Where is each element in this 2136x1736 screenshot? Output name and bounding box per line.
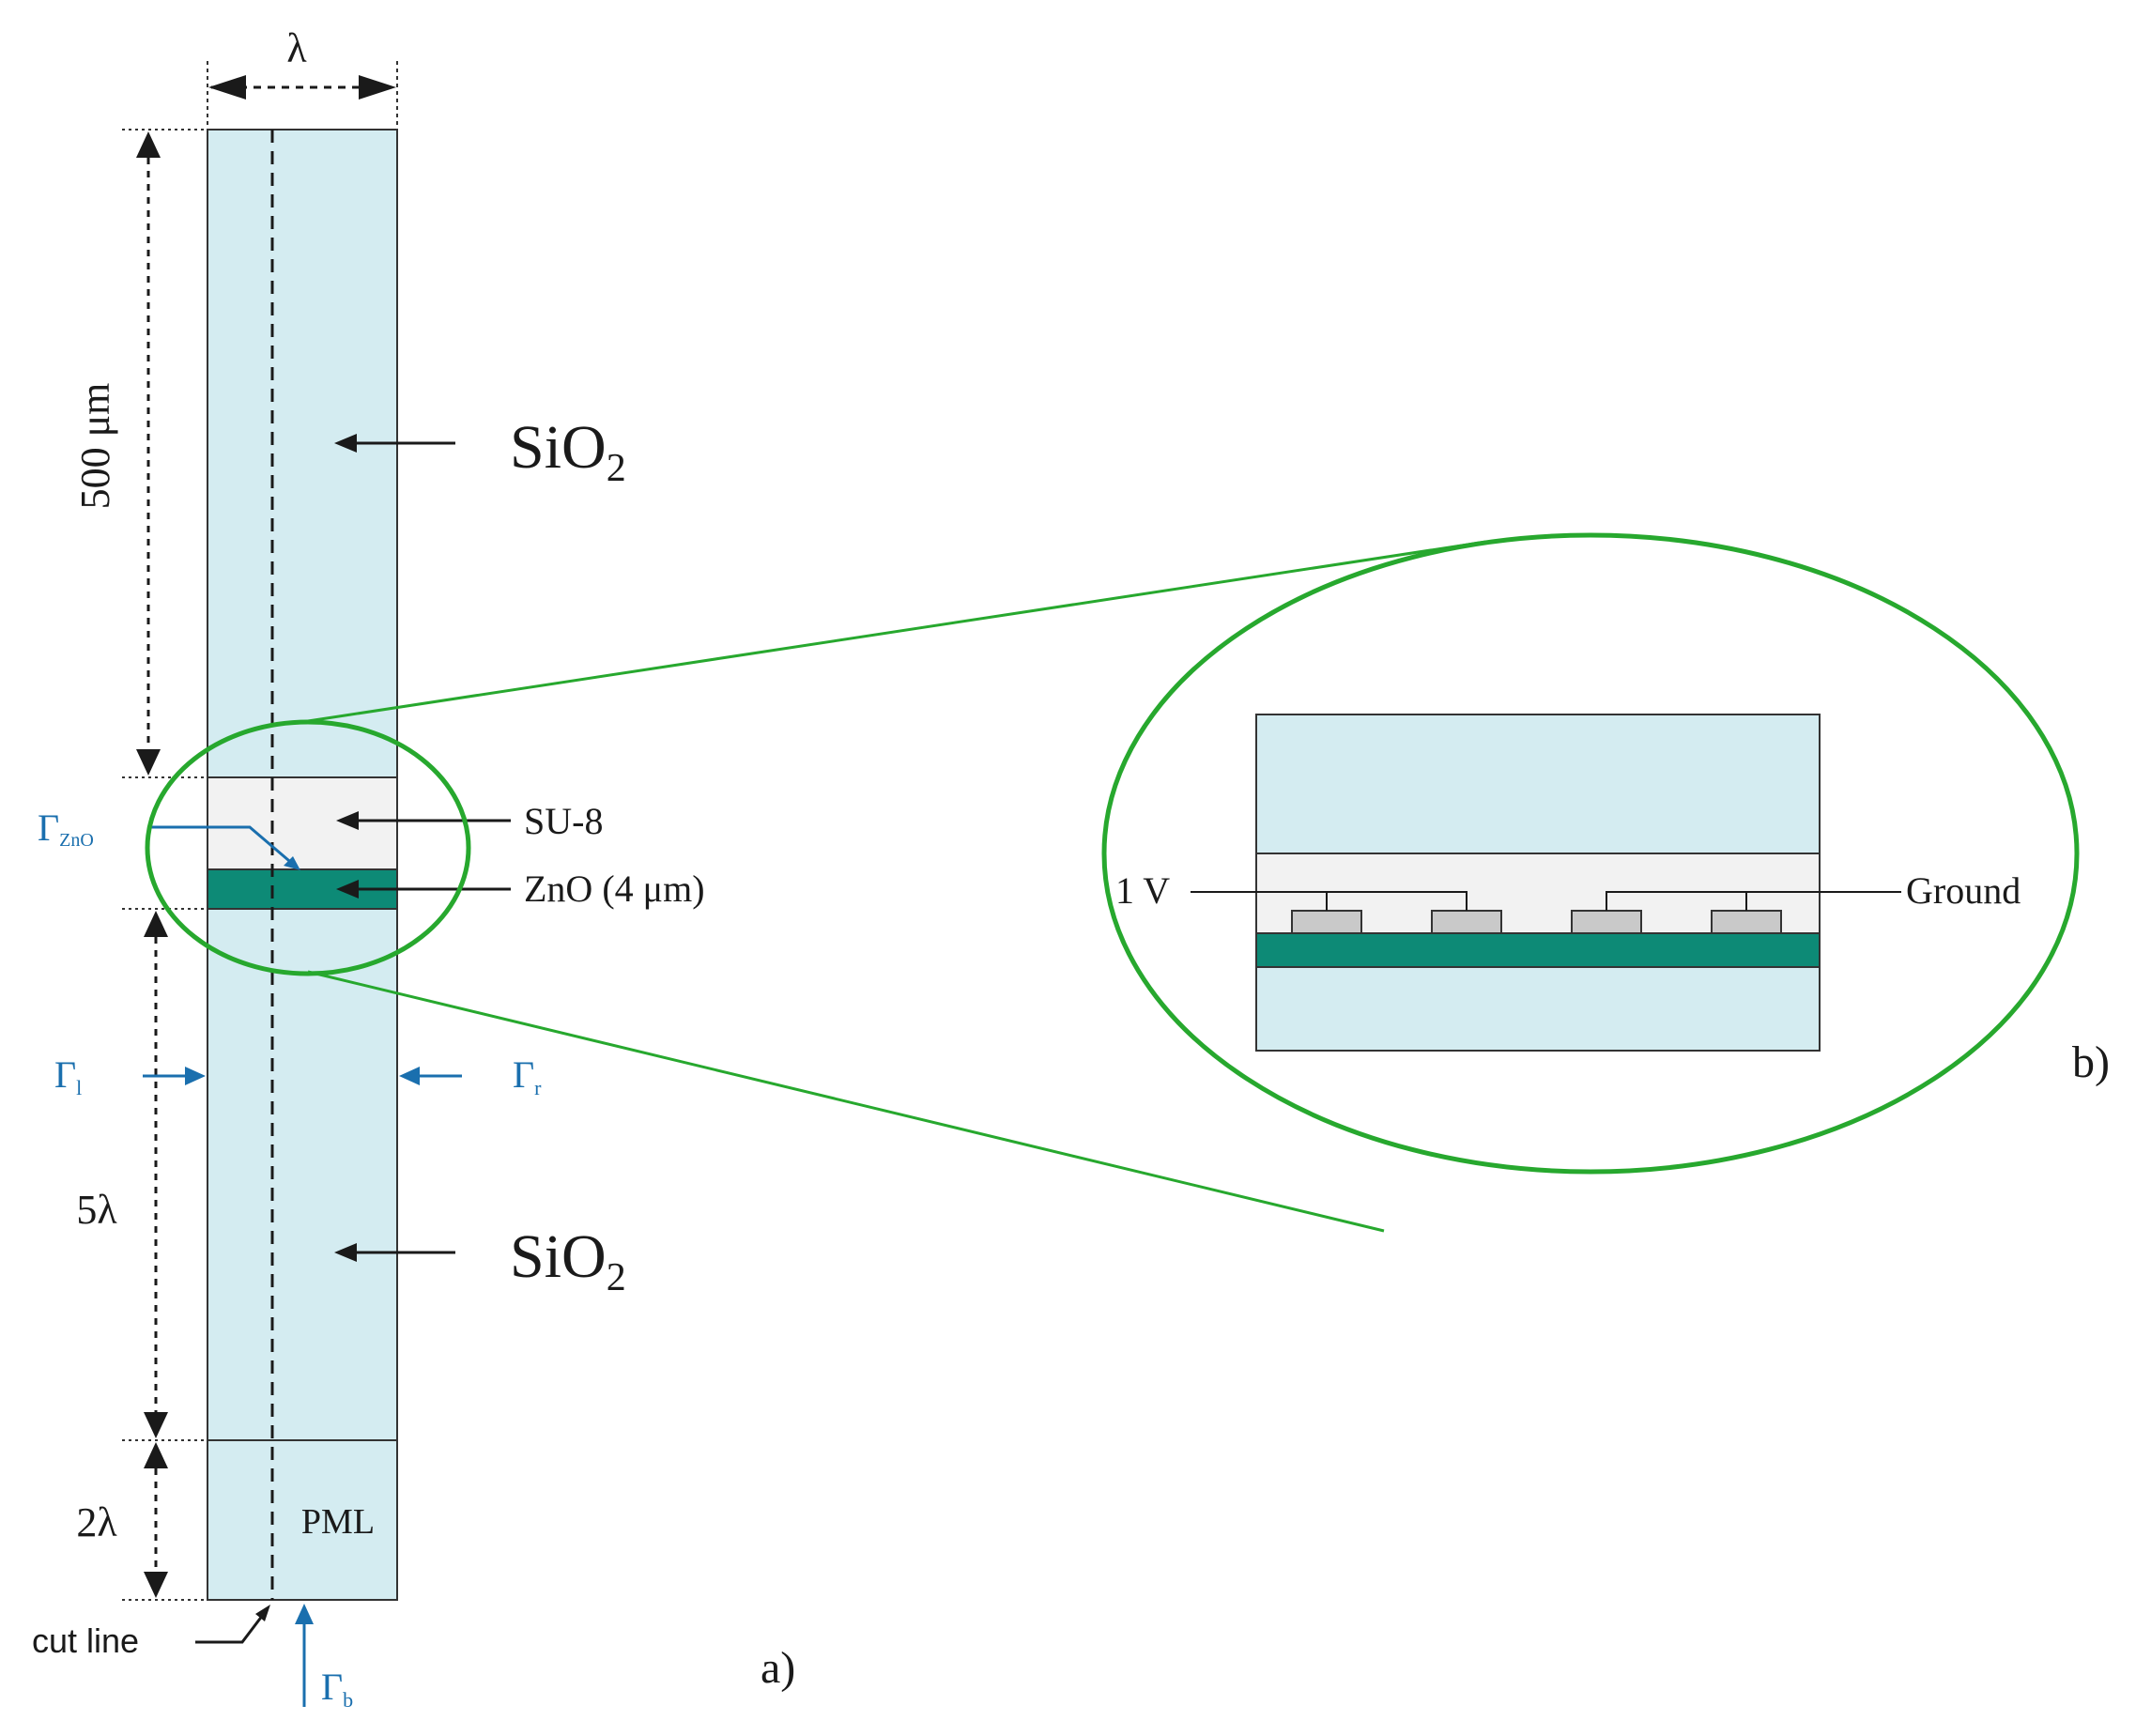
zoom-line-bottom bbox=[307, 970, 1385, 1233]
width-dimension bbox=[207, 61, 398, 130]
sio2-top-region bbox=[207, 129, 398, 778]
gamma-r-label: Γr bbox=[513, 1053, 542, 1099]
cut-line-label: cut line bbox=[32, 1621, 139, 1660]
ground-wire-2 bbox=[1606, 891, 1746, 911]
b-sio2-bottom bbox=[1255, 966, 1821, 1052]
gamma-zno-label: ΓZnO bbox=[38, 807, 94, 851]
zoom-large-circle bbox=[1101, 532, 2080, 1175]
top-height-label: 500 μm bbox=[72, 383, 118, 510]
mid-height-label: 5λ bbox=[76, 1187, 117, 1233]
panel-b-label: b) bbox=[2072, 1037, 2110, 1087]
boundary-arrows bbox=[143, 825, 462, 1707]
pml-region bbox=[207, 1439, 398, 1601]
ground-label: Ground bbox=[1906, 869, 2021, 912]
gamma-l-label: Γl bbox=[54, 1053, 82, 1099]
panel-b-cross-section bbox=[1191, 714, 1901, 1052]
panel-a-label: a) bbox=[761, 1643, 795, 1693]
zoom-small-circle bbox=[145, 719, 471, 976]
label-arrows bbox=[195, 434, 511, 1644]
sio2-bottom-region bbox=[207, 908, 398, 1441]
sio2-top-label: SiO2 bbox=[510, 413, 626, 490]
zoom-line-top bbox=[307, 540, 1487, 723]
electrode-1 bbox=[1291, 910, 1362, 934]
pml-height-label: 2λ bbox=[76, 1499, 117, 1545]
zoom-callout bbox=[145, 532, 2080, 1233]
zno-label: ZnO (4 μm) bbox=[524, 868, 705, 910]
electrode-2 bbox=[1431, 910, 1502, 934]
electrode-3 bbox=[1571, 910, 1642, 934]
pml-label: PML bbox=[301, 1502, 375, 1542]
voltage-label: 1 V bbox=[1115, 869, 1170, 912]
gamma-b-label: Γb bbox=[321, 1666, 353, 1712]
su8-label: SU-8 bbox=[524, 800, 603, 842]
labels: λ 500 μm 5λ 2λ SiO2 SiO2 SU-8 ZnO (4 μm)… bbox=[32, 25, 2110, 1712]
sio2-bottom-label: SiO2 bbox=[510, 1222, 626, 1299]
b-sio2-top bbox=[1255, 714, 1821, 854]
voltage-wire-2 bbox=[1327, 891, 1468, 911]
b-zno-layer bbox=[1255, 932, 1821, 968]
cut-line-pointer bbox=[195, 1610, 268, 1644]
simulation-column bbox=[207, 129, 398, 1601]
width-label: λ bbox=[286, 25, 307, 71]
electrode-4 bbox=[1711, 910, 1782, 934]
gamma-zno-arrow bbox=[150, 825, 296, 868]
height-dimensions bbox=[122, 129, 207, 1601]
su8-layer bbox=[207, 776, 398, 870]
